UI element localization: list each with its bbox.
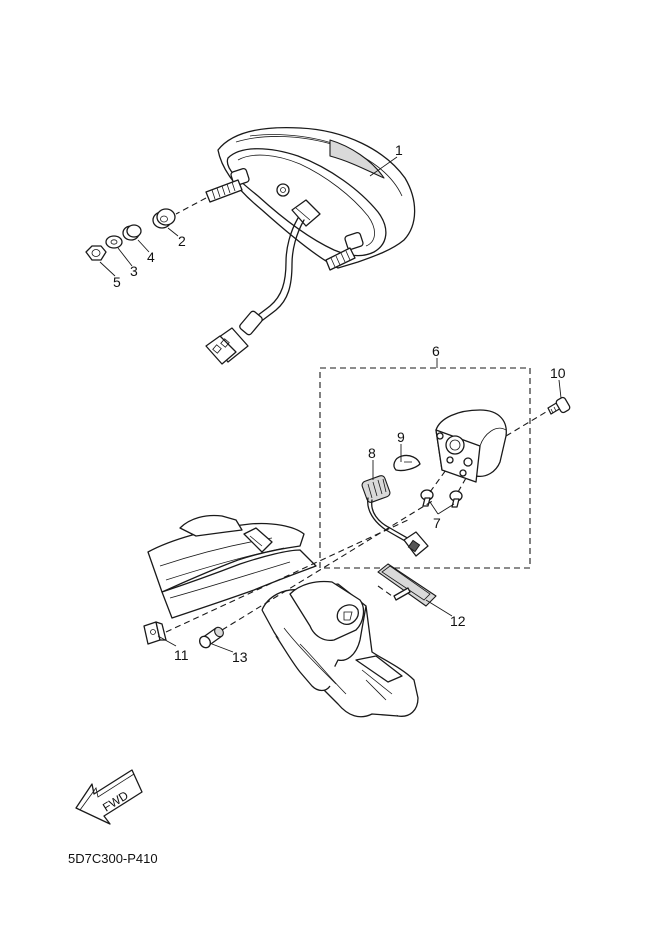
callout-5: 5 [113, 274, 121, 290]
callout-12: 12 [450, 613, 466, 629]
callout-7: 7 [433, 515, 441, 531]
washer-part-3 [105, 235, 123, 249]
stud-alignment-line [175, 197, 207, 215]
bulb-socket-part-8 [361, 475, 429, 557]
callout-2: 2 [178, 233, 186, 249]
callout-3: 3 [130, 263, 138, 279]
lower-stud [325, 247, 356, 271]
license-light-kit-boundary [319, 367, 531, 569]
callout-1: 1 [395, 142, 403, 158]
forward-direction-arrow: FWD [75, 769, 143, 825]
callout-10: 10 [550, 365, 566, 381]
callout-6: 6 [432, 343, 440, 359]
washer-part-4 [122, 224, 142, 241]
tail-light-connector [205, 327, 249, 365]
callout-9: 9 [397, 429, 405, 445]
clip-nut-part-11 [143, 621, 167, 645]
callout-8: 8 [368, 445, 376, 461]
collar-part-2 [152, 208, 176, 229]
screw-part-7b [449, 490, 463, 508]
callout-4: 4 [147, 249, 155, 265]
leader-lines [99, 156, 562, 653]
screw-part-10 [547, 396, 571, 415]
bulb-part-9 [393, 454, 421, 472]
callout-11: 11 [174, 647, 189, 663]
license-light-housing [435, 409, 507, 483]
rear-fender-bracket [147, 514, 419, 718]
nut-part-5 [85, 245, 107, 261]
diagram-code: 5D7C300-P410 [68, 851, 158, 866]
tail-light-assembly [205, 126, 416, 365]
reflector-plate-part-12 [377, 563, 437, 607]
callout-labels: 1 2 3 4 5 6 7 8 9 10 11 12 13 [113, 142, 566, 665]
callout-13: 13 [232, 649, 248, 665]
screw-part-7a [420, 489, 434, 507]
upper-stud [205, 179, 243, 203]
collar-part-13 [199, 626, 224, 649]
